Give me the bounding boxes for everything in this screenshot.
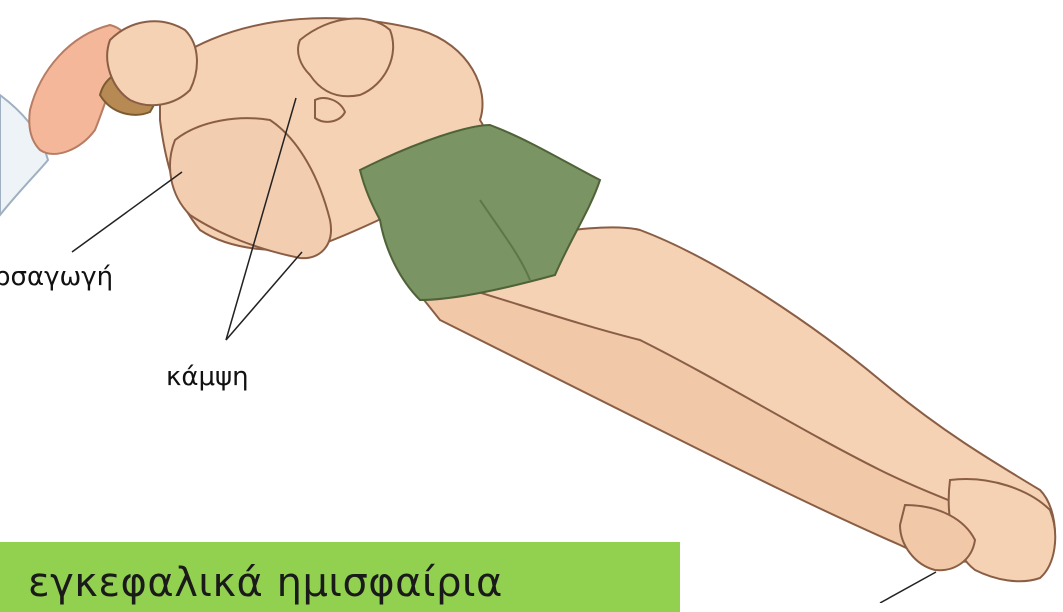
head bbox=[107, 21, 197, 105]
adduction-leader bbox=[72, 172, 182, 252]
flexion-leader-2 bbox=[226, 252, 302, 340]
adduction-label: ρσαγωγή bbox=[0, 262, 113, 292]
foot-leader bbox=[880, 572, 936, 603]
flexion-label: κάμψη bbox=[166, 362, 249, 392]
banner-text: εγκεφαλικά ημισφαίρια bbox=[28, 560, 503, 606]
banner: εγκεφαλικά ημισφαίρια bbox=[0, 542, 680, 612]
